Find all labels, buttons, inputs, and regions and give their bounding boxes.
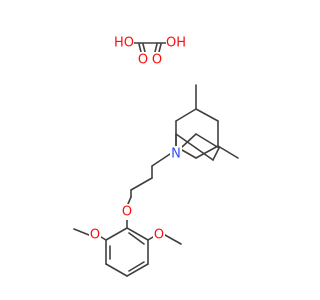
molecule-drawing: HO OH O O N O bbox=[73, 35, 239, 277]
ether-oxygen: O bbox=[121, 204, 133, 220]
benzene-c4-c5-bond bbox=[126, 263, 149, 277]
oxalic-carbonyl-left: O bbox=[137, 52, 149, 68]
methoxy-o-left-label: O bbox=[90, 228, 100, 243]
oxalic-c1-o-bond-a bbox=[138, 43, 142, 53]
methoxy-oxygen-right: O bbox=[153, 227, 165, 243]
piperidine-nitrogen: N bbox=[170, 146, 182, 162]
piperidine-n-label: N bbox=[171, 147, 181, 162]
ring-ce-cf-bond bbox=[195, 145, 219, 159]
methyl-right-bond bbox=[217, 145, 239, 159]
oxalic-o-right-label: O bbox=[152, 53, 162, 68]
ring-cf-n-bond bbox=[181, 149, 197, 159]
benzene-c1-c2-bond bbox=[105, 227, 128, 241]
oxalic-ho-left-label: HO bbox=[114, 36, 134, 51]
oxalic-hydroxyl-right: OH bbox=[166, 35, 186, 51]
methoxy-oxygen-left: O bbox=[89, 227, 101, 243]
oxalic-c2-o-bond-b bbox=[158, 43, 162, 53]
benzene-inner-2-bond bbox=[128, 261, 145, 272]
methoxy-right-o-bond bbox=[147, 236, 154, 241]
benzene-c3-c4-bond bbox=[105, 263, 128, 277]
methoxy-left-me-bond bbox=[73, 228, 90, 236]
oxalic-carbonyl-right: O bbox=[151, 52, 163, 68]
oxalic-oh-right-label: OH bbox=[166, 36, 186, 51]
methoxy-right-me-bond bbox=[164, 234, 182, 245]
structure-canvas: HO OH O O N O bbox=[73, 35, 239, 277]
chain-c2-c3-bond bbox=[130, 177, 153, 191]
bond-layer bbox=[73, 42, 239, 277]
ring-c3-c4-bond bbox=[212, 147, 220, 161]
ether-o-label: O bbox=[122, 205, 132, 220]
ring-cc-cd-bond bbox=[195, 108, 219, 122]
ring-n-c2-bond bbox=[181, 133, 197, 148]
benzene-c6-c1-bond bbox=[126, 227, 149, 241]
oxalic-o-left-label: O bbox=[138, 53, 148, 68]
benzene-inner-3-bond bbox=[128, 232, 145, 245]
methoxy-o-right-label: O bbox=[154, 228, 164, 243]
methoxy-left-o-bond bbox=[100, 236, 107, 241]
ring-c2-c3-bond bbox=[195, 133, 220, 149]
chain-n-c1-bond bbox=[151, 153, 171, 167]
chain-c4-o-bond bbox=[127, 196, 132, 205]
oxalic-c2-o-bond-a bbox=[154, 43, 158, 53]
ring-c5-c6-bond bbox=[175, 133, 197, 149]
oxalic-hydroxyl-left: HO bbox=[114, 35, 134, 51]
ring-cb-cc-bond bbox=[175, 108, 197, 122]
oxalic-c1-o-bond-b bbox=[142, 43, 146, 53]
atom-label-layer: HO OH O O N O bbox=[89, 35, 186, 243]
